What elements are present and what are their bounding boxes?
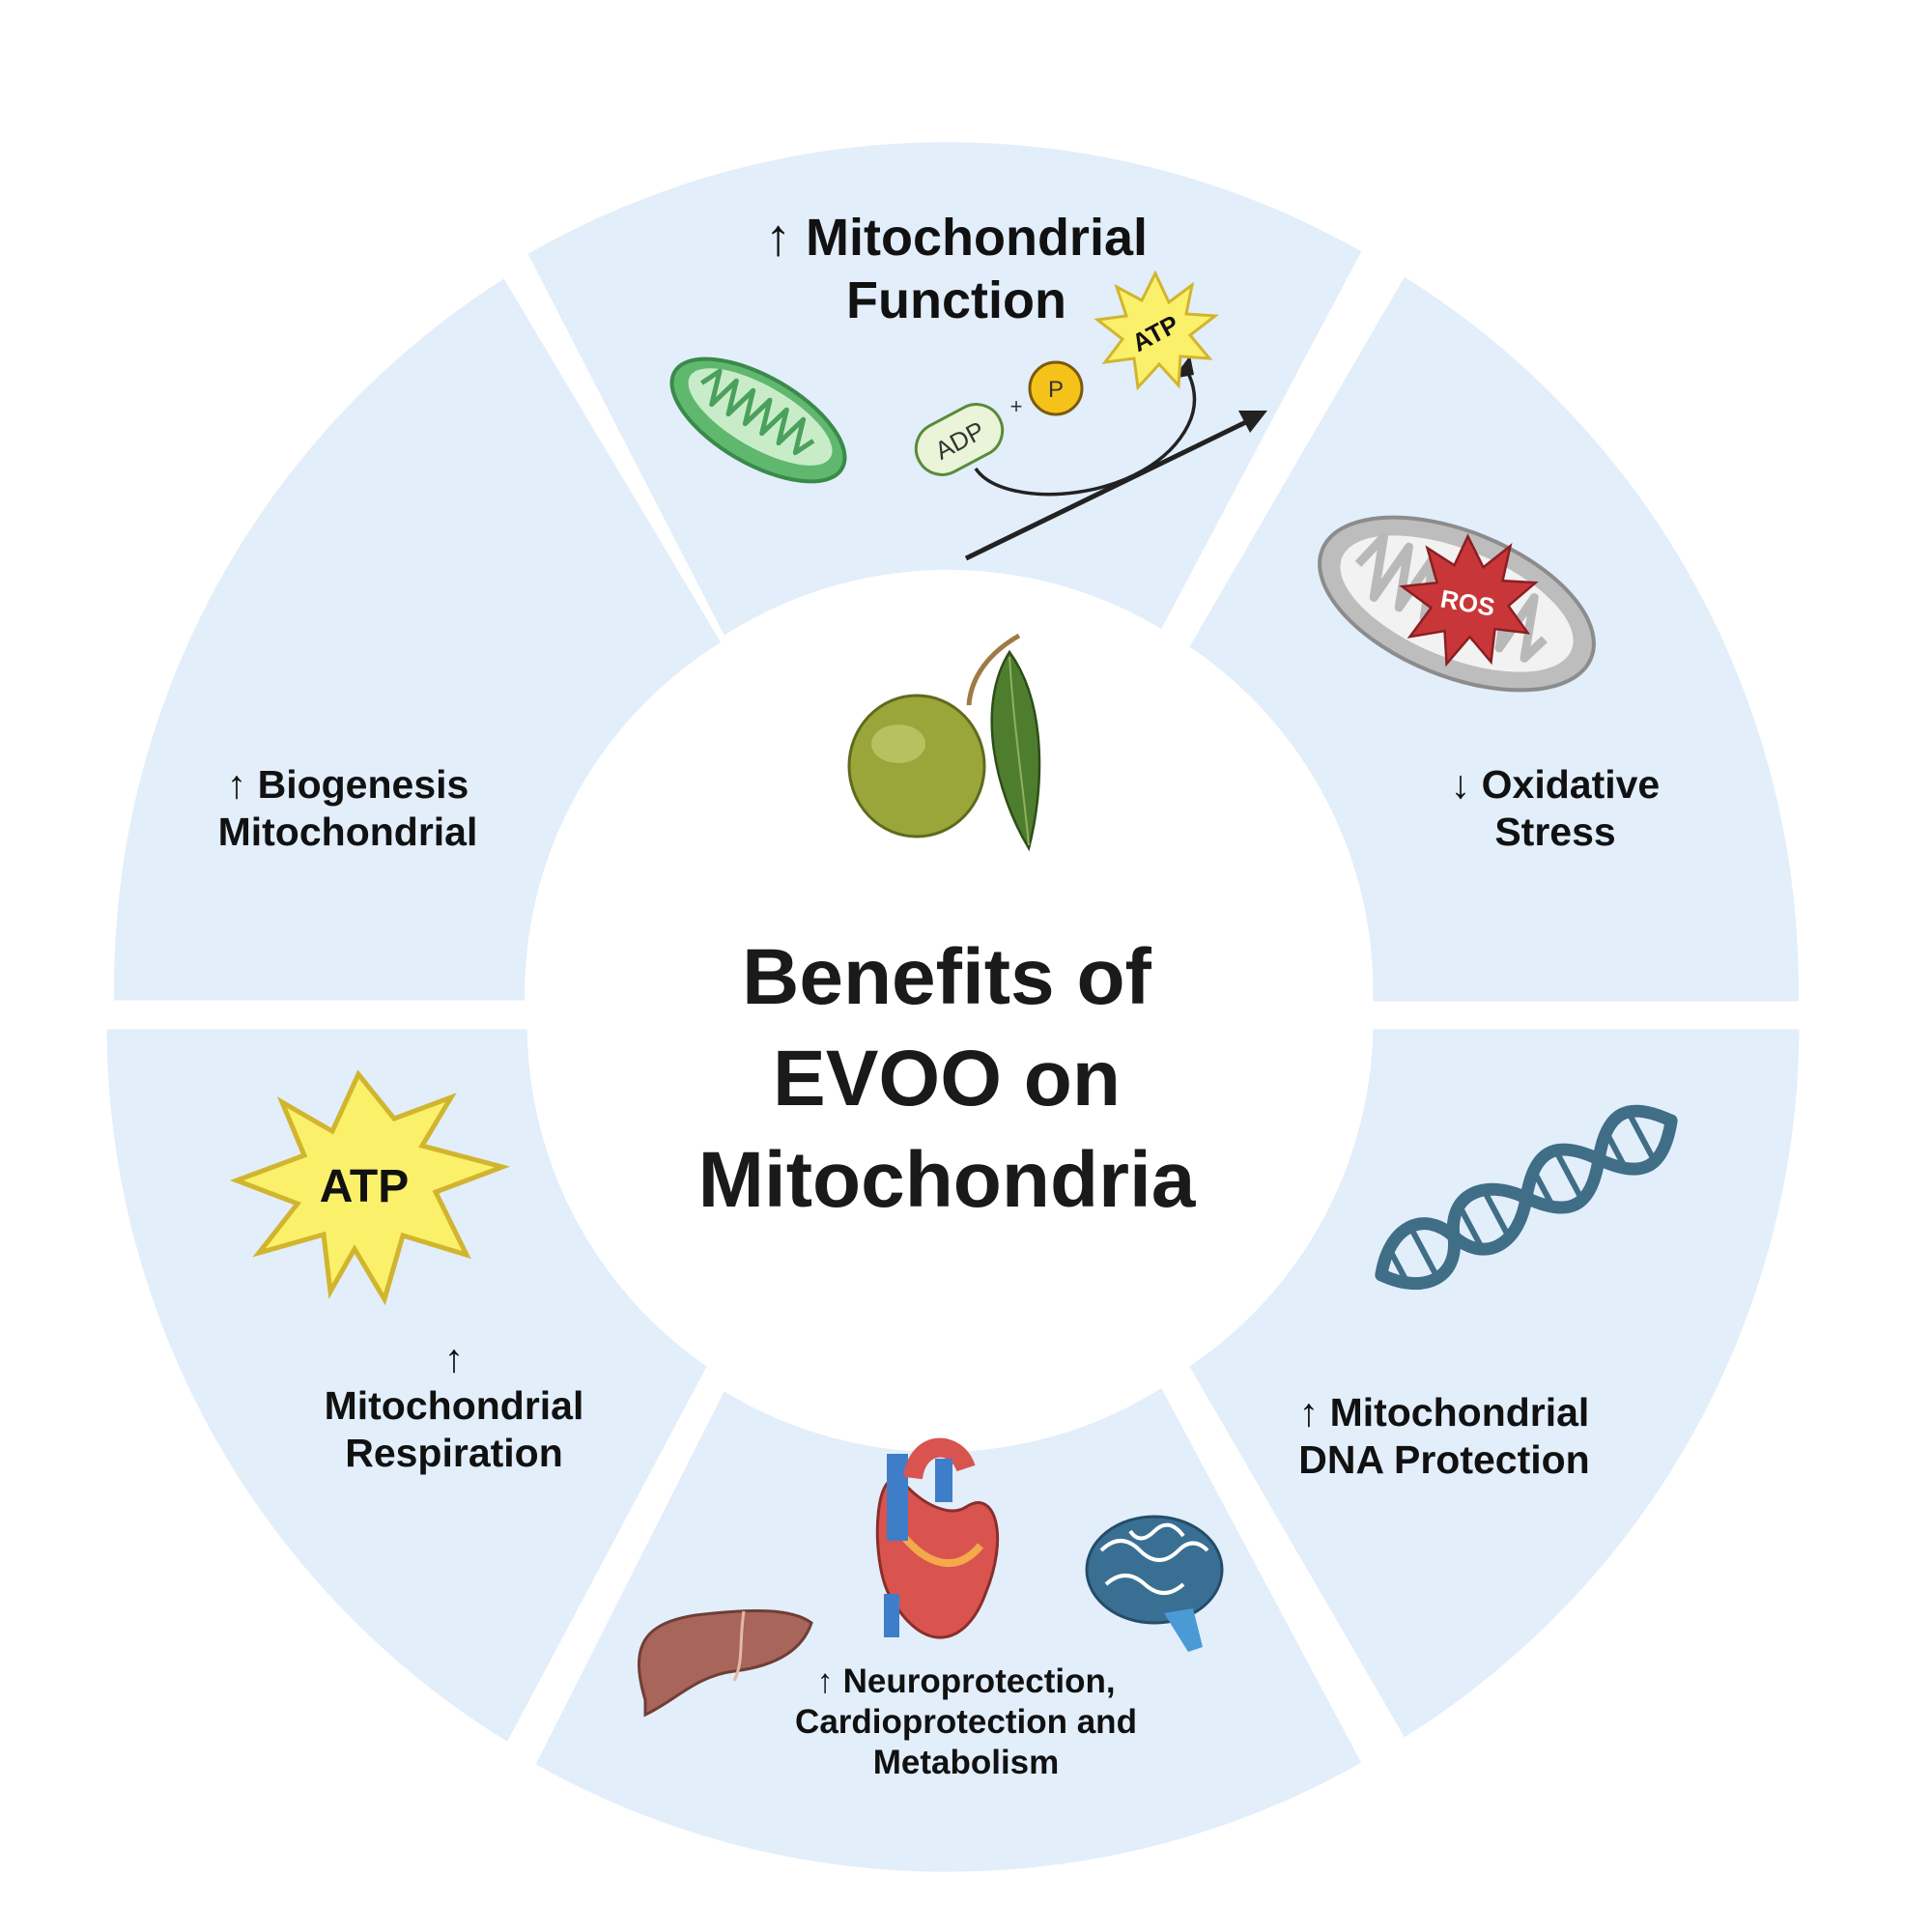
increase-arrow-icon (964, 414, 1258, 561)
diagram-title: Benefits of EVOO on Mitochondria (580, 927, 1314, 1232)
segment-top-line2: Function (846, 270, 1066, 329)
mitochondrion-ros-icon: ROS (1318, 515, 1596, 693)
segment-bottom-right-line1: ↑ Mitochondrial (1298, 1390, 1590, 1435)
segment-top-left-line2: Mitochondrial (217, 810, 478, 855)
segment-top-right-line2: Stress (1494, 810, 1616, 855)
liver-icon (638, 1608, 813, 1718)
atp-large-label: ATP (320, 1161, 409, 1212)
segment-top-line1: ↑ Mitochondrial (765, 209, 1148, 267)
heart-icon (875, 1437, 1000, 1639)
segment-bottom-right-label: ↑ Mitochondrial DNA Protection (1261, 1389, 1628, 1484)
title-line1: Benefits of (742, 933, 1151, 1021)
mitochondrion-green-icon (669, 356, 847, 484)
segment-bottom-left-line1: ↑ (443, 1336, 465, 1380)
brain-icon (1085, 1515, 1224, 1652)
segment-bottom-left-label: ↑ Mitochondrial Respiration (280, 1335, 628, 1478)
segment-bottom-line2: Cardioprotection and (795, 1703, 1137, 1741)
segment-top-label: ↑ Mitochondrial Function (715, 207, 1198, 332)
atp-burst-large-icon: ATP (229, 1069, 511, 1306)
segment-top-left (114, 278, 722, 1001)
segment-bottom-left (106, 1029, 707, 1742)
adp-badge: ADP (914, 403, 1005, 476)
plus-label: + (1010, 394, 1023, 418)
segment-bottom-line1: ↑ Neuroprotection, (816, 1662, 1116, 1700)
olive-stem (966, 633, 1021, 706)
segment-bottom-left-line3: Respiration (345, 1431, 563, 1476)
segment-top-right-label: ↓ Oxidative Stress (1410, 761, 1700, 856)
title-line3: Mitochondria (697, 1135, 1196, 1224)
dna-helix-icon (1375, 1104, 1678, 1290)
segment-bottom-left-line2: Mitochondrial (324, 1383, 584, 1429)
phosphate-label: P (1048, 377, 1064, 403)
segment-top-right-line1: ↓ Oxidative (1450, 762, 1661, 807)
ros-burst-icon: ROS (1399, 533, 1539, 668)
segment-bottom-right-line2: DNA Protection (1298, 1437, 1590, 1483)
segment-bottom-label: ↑ Neuroprotection, Cardioprotection and … (753, 1662, 1179, 1783)
olive-leaf (990, 649, 1041, 852)
atp-synthesis-icon: ADP + P ATP (914, 270, 1267, 561)
olive-icon (847, 633, 1041, 852)
segment-top (527, 142, 1362, 636)
title-line2: EVOO on (773, 1034, 1121, 1122)
segment-top-left-line1: ↑ Biogenesis (226, 762, 469, 807)
phosphate-badge: P (1028, 360, 1084, 416)
atp-burst-small-icon: ATP (1094, 270, 1220, 391)
segment-bottom-right (1189, 1029, 1800, 1738)
segment-bottom-line3: Metabolism (872, 1744, 1060, 1781)
curved-arrow-icon (974, 363, 1197, 497)
olive-fruit (847, 694, 986, 838)
segment-top-left-label: ↑ Biogenesis Mitochondrial (193, 761, 502, 856)
